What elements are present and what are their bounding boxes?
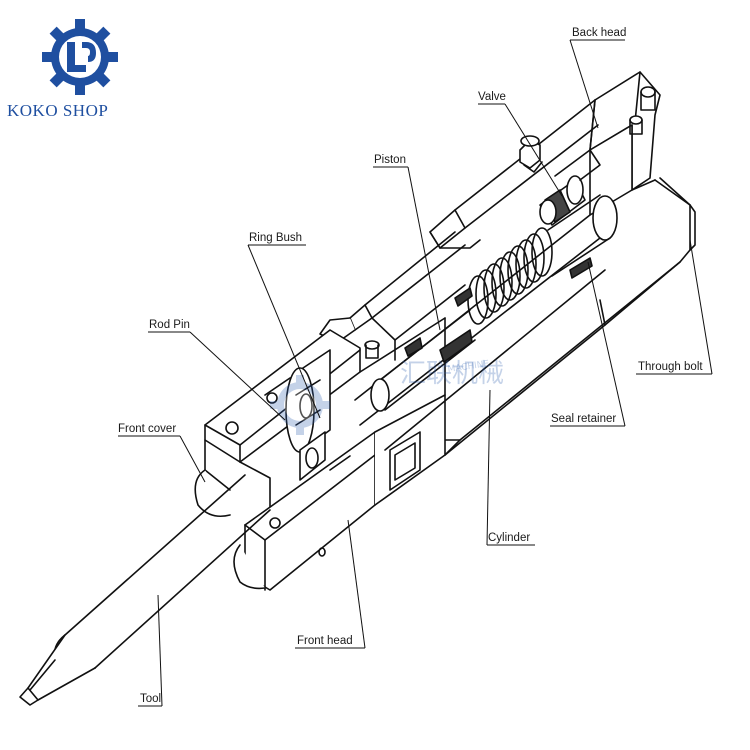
piston-ribs [467, 227, 553, 325]
watermark-gear-icon [270, 375, 330, 435]
watermark: 汇联机械 MACHINE [270, 359, 504, 435]
leader-lines [118, 39, 713, 707]
koko-logo: KOKO SHOP [7, 19, 118, 120]
label-through-bolt: Through bolt [638, 361, 703, 373]
valve-assembly [539, 149, 601, 226]
label-cylinder: Cylinder [488, 532, 530, 544]
breaker-body [19, 71, 696, 706]
valve-bolt-icon [519, 135, 543, 173]
label-front-head: Front head [297, 635, 353, 647]
watermark-cn-text: 汇联机械 [400, 359, 504, 389]
gear-logo-icon [42, 19, 118, 95]
brand-name: KOKO SHOP [7, 101, 108, 120]
grease-nipple-icon [364, 340, 380, 359]
label-valve: Valve [478, 91, 506, 103]
part-labels: Back head Valve Piston Ring Bush Rod Pin… [118, 27, 703, 705]
label-ring-bush: Ring Bush [249, 232, 302, 244]
label-back-head: Back head [572, 27, 626, 39]
label-tool: Tool [140, 693, 161, 705]
label-piston: Piston [374, 154, 406, 166]
label-seal-retainer: Seal retainer [551, 413, 616, 425]
label-rod-pin: Rod Pin [149, 319, 190, 331]
label-front-cover: Front cover [118, 423, 176, 435]
tool-chisel [19, 474, 271, 706]
